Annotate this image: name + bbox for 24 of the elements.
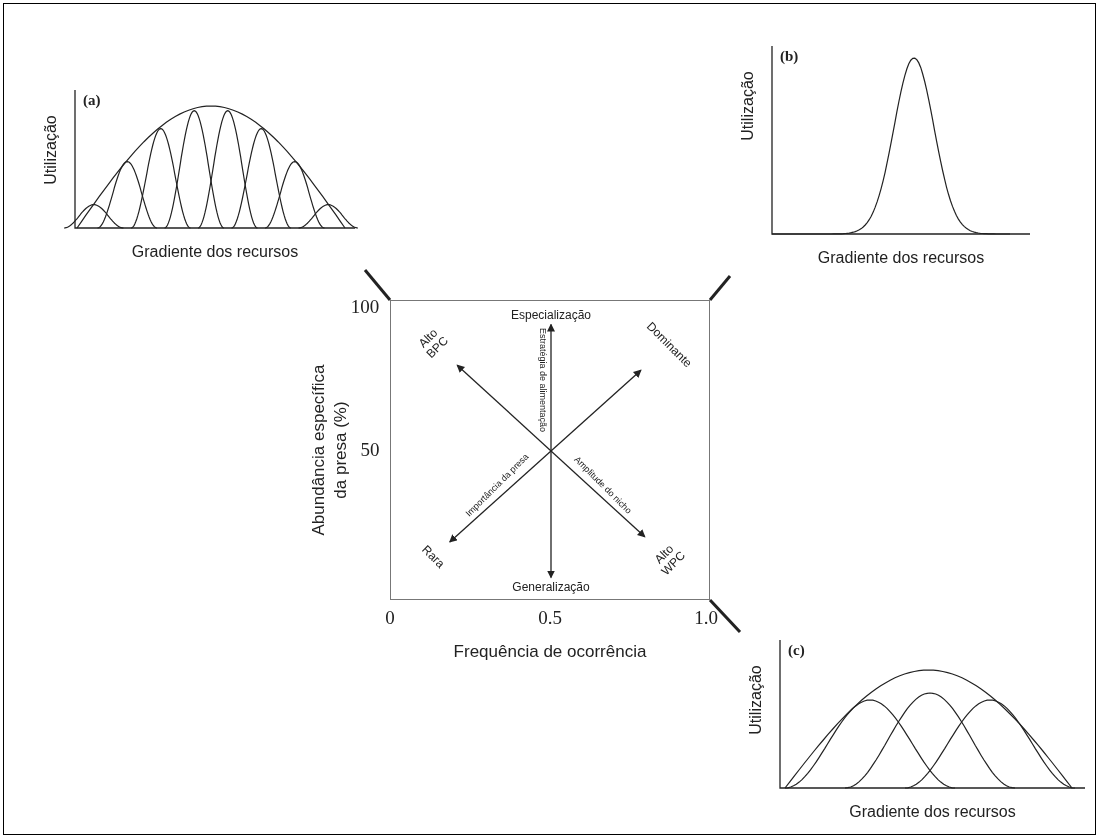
pole-label: Especialização [511,308,591,322]
axis-title: Utilização [739,71,757,141]
axis-title: Frequência de ocorrência [453,642,647,662]
axis-title: Abundância específica da presa (%) [308,363,351,538]
connector-line [363,269,392,301]
plot-box [390,300,710,600]
tick-label: 0 [385,607,395,629]
axis-title: Gradiente dos recursos [849,803,1016,821]
tick-label: 0.5 [538,607,562,629]
axis-title: Gradiente dos recursos [817,249,985,267]
panel-letter: (a) [83,92,101,109]
axis-title: Utilização [747,665,765,735]
connector-line [708,598,742,634]
axis-title: Gradiente dos recursos [131,243,299,261]
connector-line [708,275,732,301]
axis-title: Utilização [42,115,60,185]
tick-label: 100 [350,296,380,318]
double-arrow [547,323,555,579]
tick-label: 1.0 [694,607,718,629]
tick-label: 50 [360,439,380,461]
pole-label: Generalização [512,580,590,594]
panel-letter: (c) [788,642,805,659]
edge-label: Estratégia de alimentação [537,327,548,433]
panel-letter: (b) [780,48,799,65]
